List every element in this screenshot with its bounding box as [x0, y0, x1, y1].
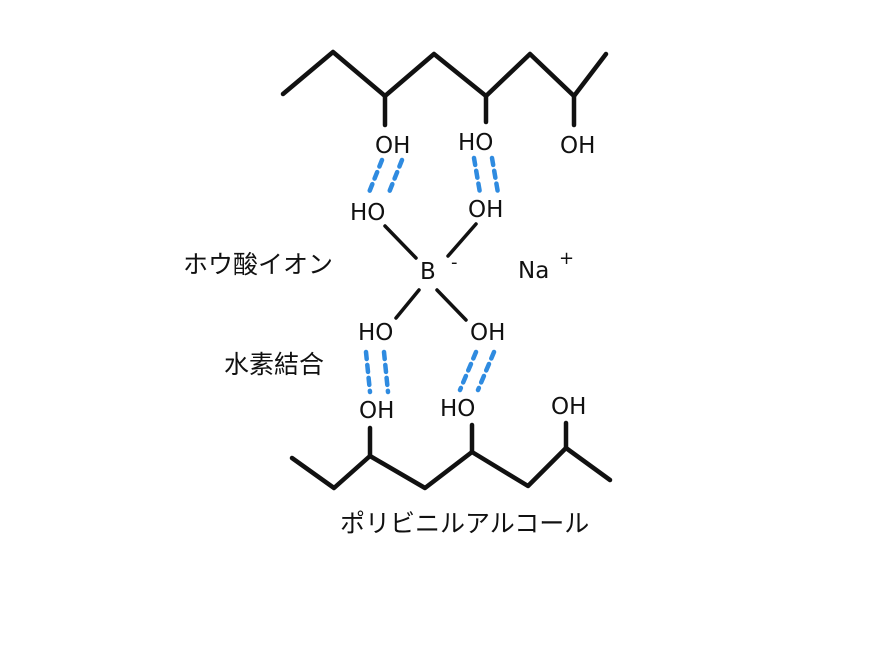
top-oh-label-2: HO	[458, 130, 493, 156]
boron-charge: -	[451, 252, 458, 273]
bottom-pva-chain: OH HO OH	[289, 394, 613, 491]
boron-atom: B	[420, 259, 436, 285]
hydrogen-bond-line	[365, 157, 385, 198]
bottom-oh-label-1: OH	[359, 398, 394, 424]
bottom-chain-backbone	[289, 445, 613, 491]
sodium-charge: +	[559, 248, 574, 269]
top-pva-chain: OH HO OH	[280, 49, 609, 159]
borate-bond-bottom-right	[435, 288, 468, 322]
hydrogen-bonds-bottom	[363, 349, 497, 395]
hydrogen-bond-line	[385, 157, 405, 198]
bottom-oh-label-2: HO	[440, 396, 475, 422]
borate-oh-top-right: OH	[468, 197, 503, 223]
borate-ho-bottom-left: HO	[358, 320, 393, 346]
polyvinyl-alcohol-label: ポリビニルアルコール	[340, 509, 589, 538]
hydrogen-bond-line	[363, 349, 373, 395]
top-chain-backbone	[280, 49, 609, 99]
hydrogen-bond-line	[381, 349, 391, 395]
borate-ion-label: ホウ酸イオン	[183, 250, 333, 279]
sodium-counter-ion: Na +	[518, 248, 574, 284]
hydrogen-bond-label: 水素結合	[224, 350, 324, 379]
hydrogen-bond-line	[489, 155, 501, 196]
borate-oh-bottom-right: OH	[470, 320, 505, 346]
hydrogen-bond-line	[457, 349, 479, 393]
borate-ho-top-left: HO	[350, 200, 385, 226]
top-oh-label-3: OH	[560, 133, 595, 159]
top-oh-label-1: OH	[375, 133, 410, 159]
hydrogen-bonds-top	[365, 155, 501, 198]
hydrogen-bond-line	[471, 155, 483, 196]
hydrogen-bond-line	[475, 349, 497, 393]
borate-bond-bottom-left	[394, 288, 421, 320]
borate-bond-top-right	[446, 222, 478, 258]
sodium-symbol: Na	[518, 258, 549, 284]
borate-ion: HO OH B - HO OH	[350, 197, 505, 346]
bottom-oh-label-3: OH	[551, 394, 586, 420]
borate-bond-top-left	[383, 224, 418, 260]
